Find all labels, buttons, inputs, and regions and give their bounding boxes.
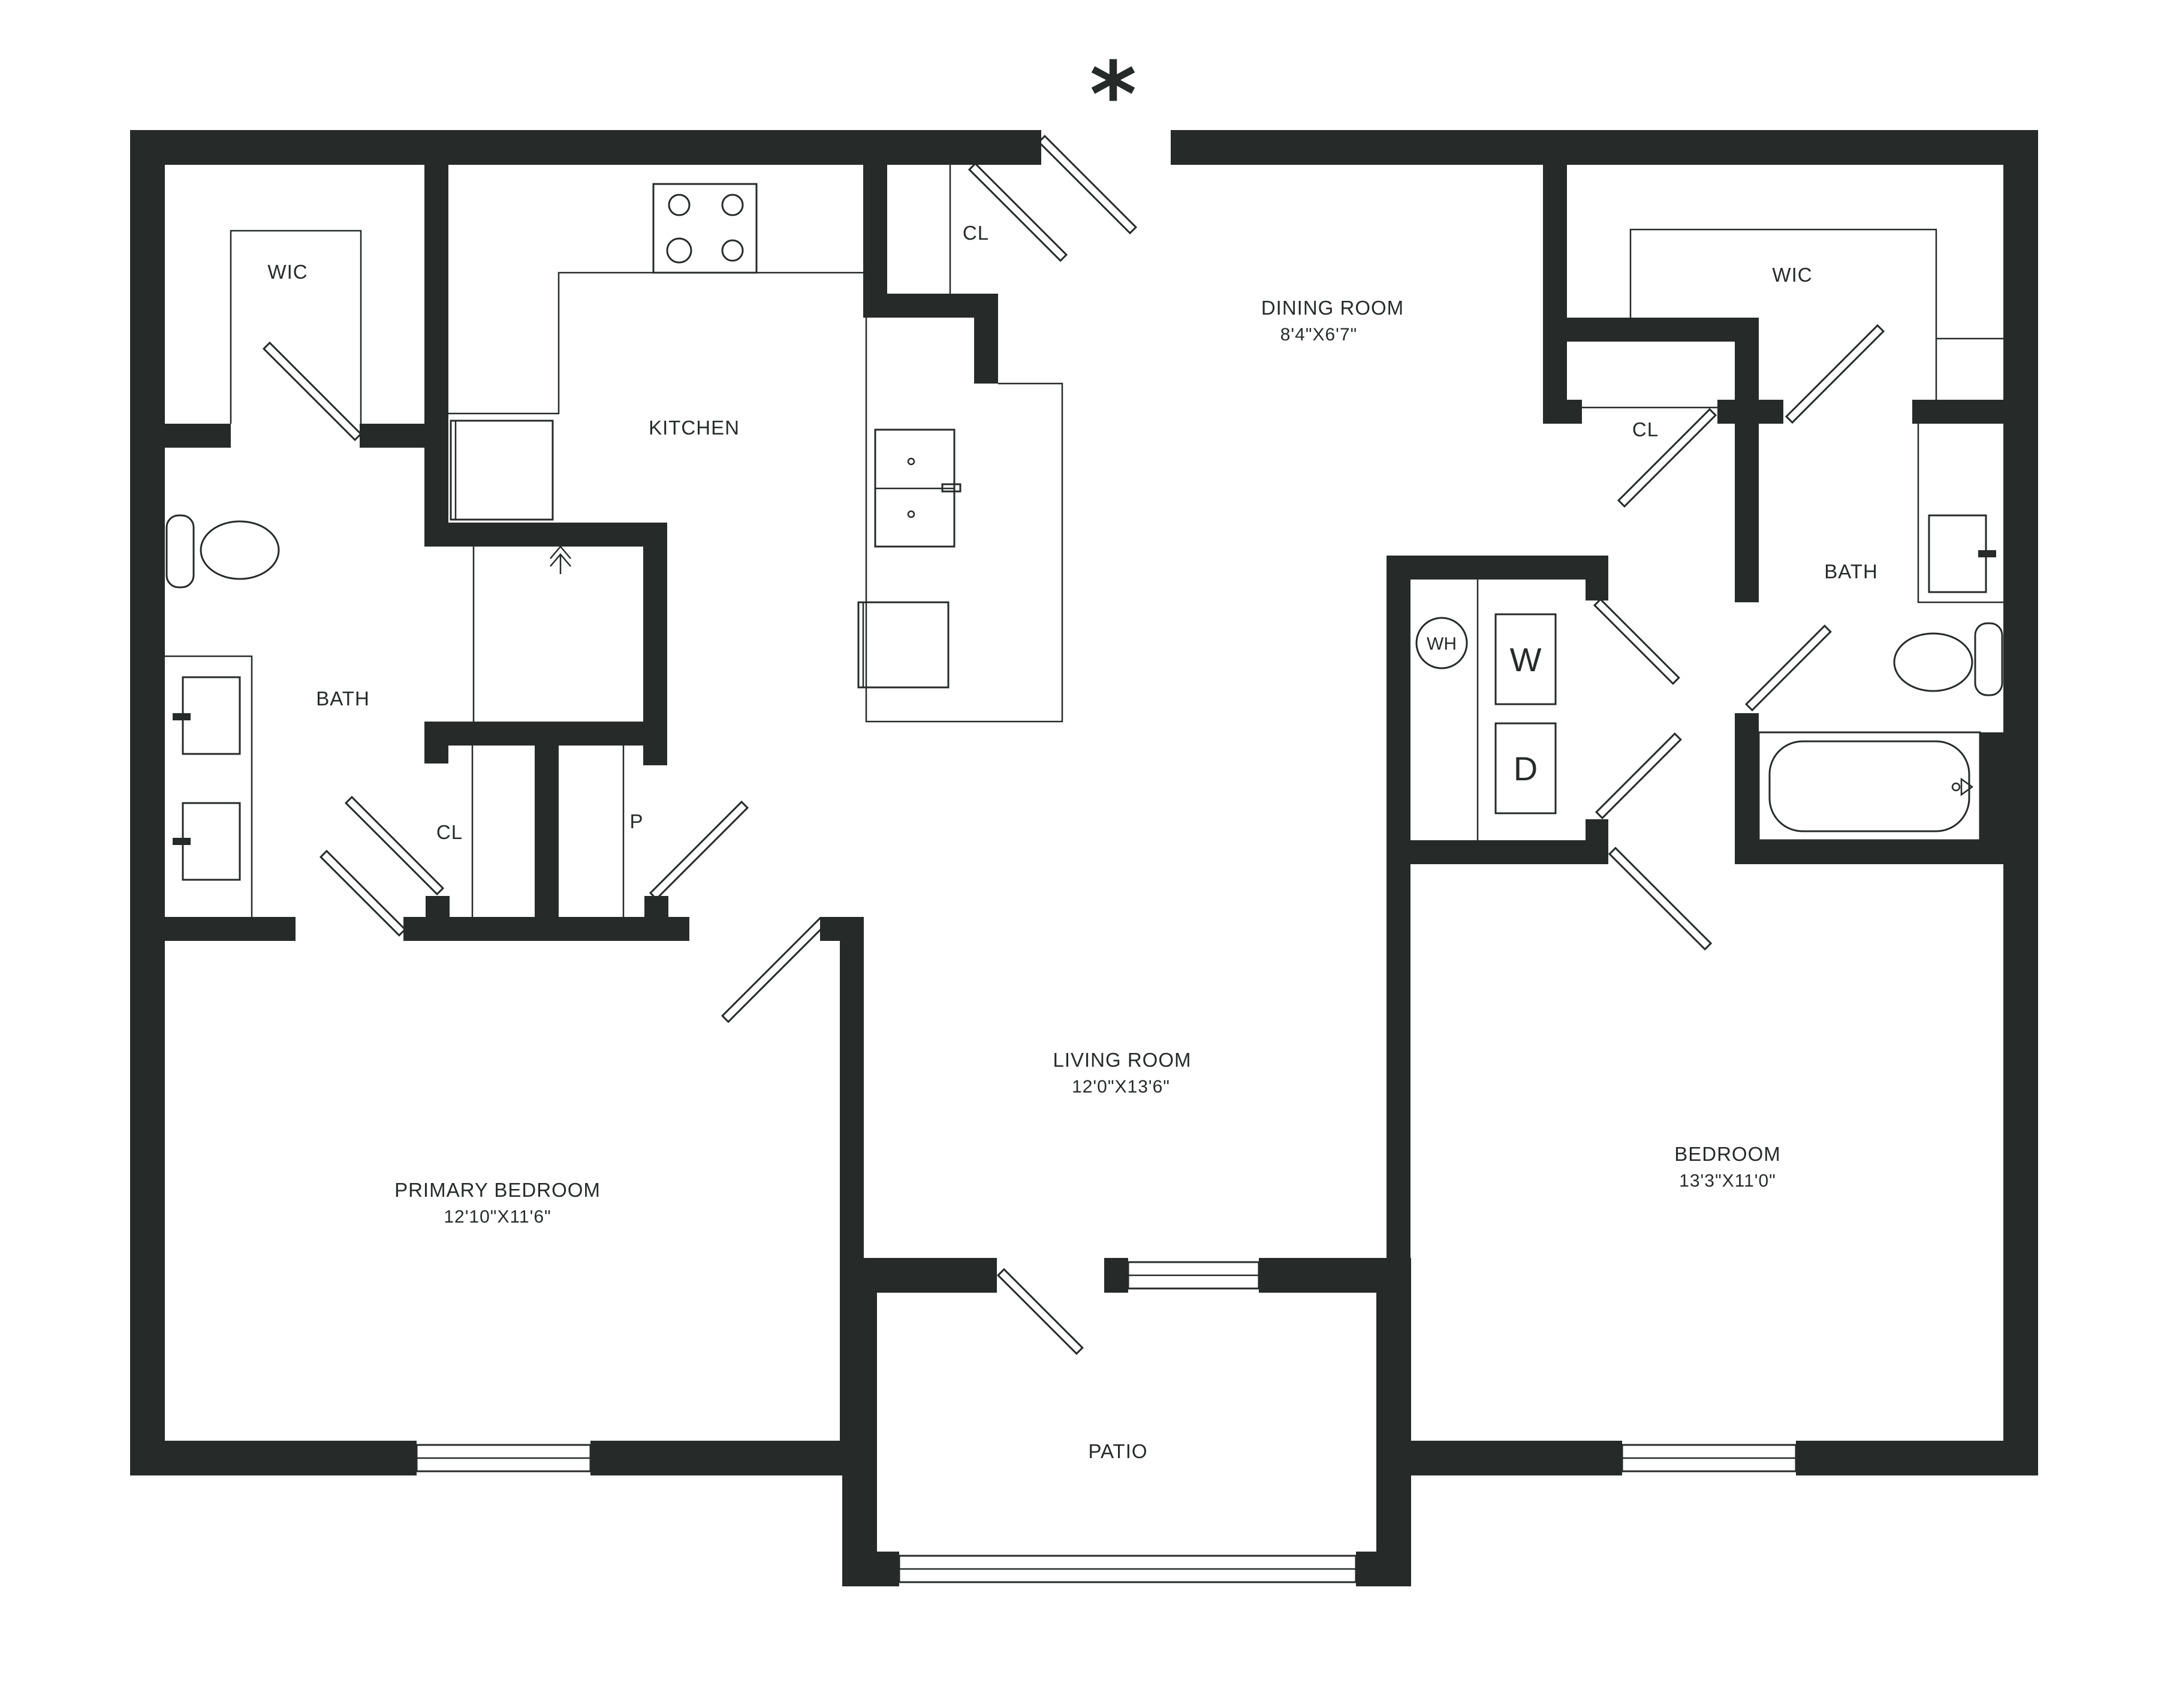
windows bbox=[415, 1261, 1797, 1583]
room-dims-dining: 8'4"X6'7" bbox=[1280, 325, 1358, 345]
room-label-bedroom: BEDROOM bbox=[1674, 1143, 1781, 1165]
room-dims-primary-bedroom: 12'10"X11'6" bbox=[444, 1207, 551, 1227]
fixtures bbox=[165, 165, 2003, 917]
room-label-left-closet: CL bbox=[436, 821, 463, 843]
room-label-right-wic: WIC bbox=[1772, 264, 1812, 286]
room-label-right-bath: BATH bbox=[1824, 560, 1878, 583]
doors bbox=[262, 134, 1885, 1355]
water-heater-label: WH bbox=[1427, 634, 1457, 654]
room-label-kitchen: KITCHEN bbox=[649, 417, 740, 439]
room-label-entry-closet: CL bbox=[963, 222, 989, 244]
room-label-right-closet: CL bbox=[1632, 418, 1659, 440]
room-label-patio: PATIO bbox=[1088, 1440, 1147, 1462]
room-label-pantry: P bbox=[629, 810, 643, 832]
entry-marker: * bbox=[1090, 43, 1137, 147]
room-label-living: LIVING ROOM bbox=[1053, 1049, 1191, 1071]
room-label-left-bath: BATH bbox=[316, 687, 370, 710]
room-label-primary-bedroom: PRIMARY BEDROOM bbox=[394, 1179, 601, 1201]
room-dims-bedroom: 13'3"X11'0" bbox=[1679, 1171, 1776, 1191]
room-dims-living: 12'0"X13'6" bbox=[1072, 1077, 1170, 1097]
room-label-left-wic: WIC bbox=[267, 261, 308, 283]
washer-label: W bbox=[1510, 641, 1542, 678]
room-label-dining: DINING ROOM bbox=[1261, 297, 1404, 319]
labels: * WIC KITCHEN CL DINING ROOM 8'4"X6'7" W… bbox=[267, 43, 1877, 1462]
dryer-label: D bbox=[1514, 750, 1538, 787]
walls bbox=[130, 130, 2038, 1586]
vent-icon bbox=[550, 545, 571, 574]
